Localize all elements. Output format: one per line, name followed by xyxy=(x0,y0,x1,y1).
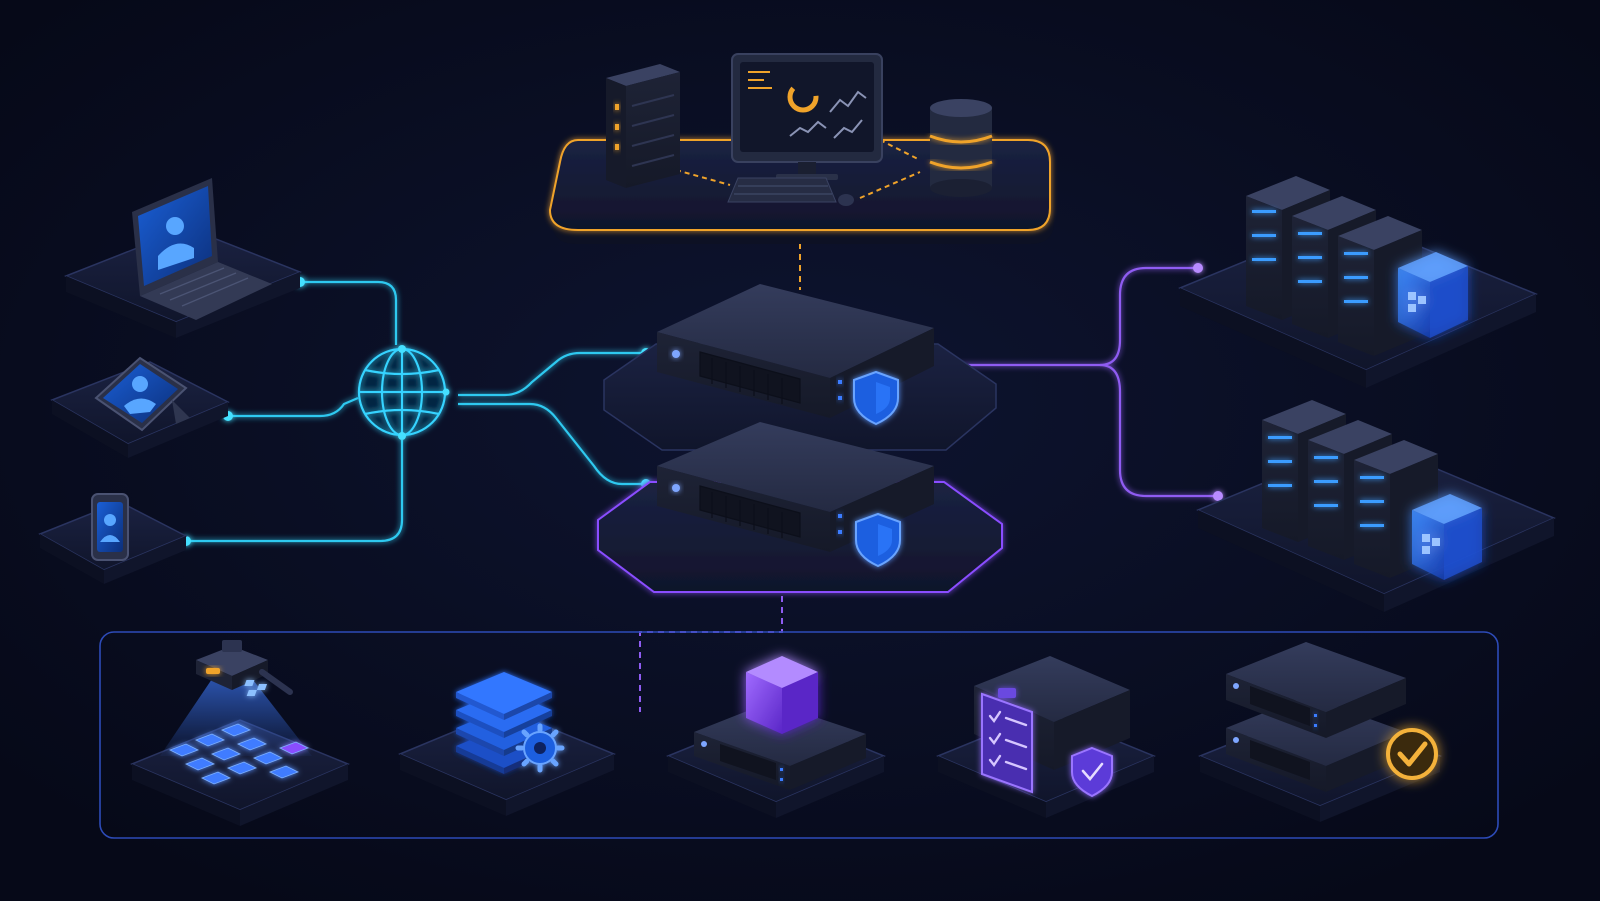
monitor-dashboard-icon xyxy=(731,53,883,180)
link-globe-secondary xyxy=(458,402,646,486)
tablet-client xyxy=(50,356,230,458)
link-monitor-db xyxy=(879,139,921,161)
link-fork-lower-cluster xyxy=(1099,363,1218,498)
phone-user-icon xyxy=(91,493,129,561)
shield-icon xyxy=(1071,746,1113,798)
database-icon xyxy=(929,99,993,197)
secondary-vent xyxy=(699,485,801,538)
client-links xyxy=(186,280,646,543)
gear-icon xyxy=(515,723,565,773)
package-server xyxy=(694,702,866,790)
verify-stage xyxy=(936,656,1156,818)
node-dot-upper-cluster xyxy=(1193,263,1203,273)
keyboard-icon xyxy=(727,177,837,203)
link-fork-upper-cluster xyxy=(1099,266,1198,367)
link-tablet-globe xyxy=(228,396,359,418)
node-dot-lower-cluster xyxy=(1213,491,1223,501)
mouse-icon xyxy=(838,194,854,206)
lower-server-cluster xyxy=(1196,400,1556,612)
container-cube-icon xyxy=(1412,494,1482,580)
monitoring-console xyxy=(548,53,1054,244)
laptop-client xyxy=(64,178,303,338)
link-laptop-globe xyxy=(300,280,398,345)
deploy-server-upper xyxy=(1226,642,1406,738)
checklist-shield-icon xyxy=(981,688,1113,798)
deploy-stage xyxy=(1198,642,1442,822)
link-phone-globe xyxy=(186,440,404,543)
tower-server xyxy=(606,64,680,188)
link-keyboard-db xyxy=(859,171,921,199)
globe-icon xyxy=(357,347,447,437)
scan-stage xyxy=(130,640,350,826)
package-stage xyxy=(666,656,886,818)
primary-vent xyxy=(699,351,801,404)
stack-gear-icon xyxy=(244,672,565,774)
tablet-user-icon xyxy=(94,356,190,432)
phone-client xyxy=(38,493,188,584)
laptop-user-icon xyxy=(132,178,272,320)
pipeline-frame xyxy=(99,631,1499,839)
link-rack-keyboard xyxy=(675,169,731,186)
primary-secure-appliance xyxy=(603,284,997,451)
scanner-head xyxy=(196,640,293,695)
scanner-beam xyxy=(160,676,312,756)
secondary-secure-appliance xyxy=(597,422,1003,593)
internet-gateway xyxy=(357,345,450,440)
scanner-grid-icon xyxy=(169,723,309,785)
upper-server-cluster xyxy=(1178,176,1538,388)
container-cube-icon xyxy=(1398,252,1468,338)
check-circle-icon xyxy=(1386,728,1438,780)
cube-icon xyxy=(746,656,818,734)
link-globe-primary xyxy=(458,351,646,397)
configure-stage xyxy=(244,672,616,816)
